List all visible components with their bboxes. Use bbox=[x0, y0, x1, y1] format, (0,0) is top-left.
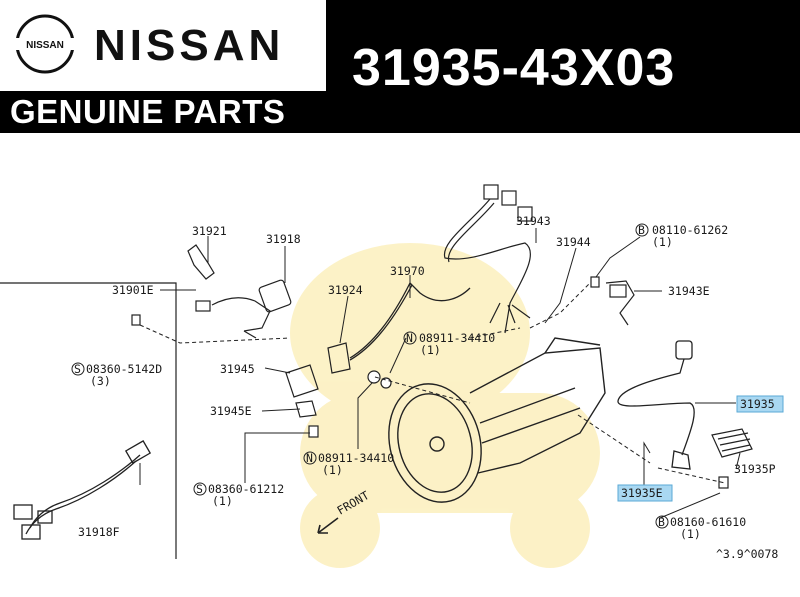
label-31943e: 31943E bbox=[668, 284, 710, 298]
label-31924: 31924 bbox=[328, 283, 363, 297]
label-08360b-qty: (1) bbox=[212, 494, 233, 508]
label-31921: 31921 bbox=[192, 224, 227, 238]
header-bar: NISSAN NISSAN GENUINE PARTS 31935-43X03 bbox=[0, 0, 800, 133]
label-b-prefix-08110: B bbox=[638, 223, 645, 237]
diagram-code: ^3.9^0078 bbox=[716, 547, 778, 561]
bolts bbox=[131, 276, 729, 489]
highlight-31935e bbox=[617, 484, 673, 502]
speed-sensor-31935 bbox=[617, 340, 695, 470]
label-31945e: 31945E bbox=[210, 404, 252, 418]
label-08911b: 08911-34410 bbox=[318, 451, 394, 465]
label-08160: 08160-61610 bbox=[670, 515, 746, 529]
reference-lines bbox=[139, 282, 726, 484]
part-number: 31935-43X03 bbox=[352, 39, 676, 97]
logo-text: NISSAN bbox=[26, 40, 64, 51]
label-31943: 31943 bbox=[516, 214, 551, 228]
transmission bbox=[388, 337, 606, 503]
label-s-prefix-08360b: S bbox=[196, 482, 203, 496]
parts-diagram: FRONT 31921 31918 31901E 31924 31970 319… bbox=[0, 184, 784, 568]
label-08360a: 08360-5142D bbox=[86, 362, 162, 376]
bracket-31945 bbox=[285, 342, 351, 418]
label-08110-qty: (1) bbox=[652, 235, 673, 249]
inset-frame bbox=[0, 282, 177, 559]
harness-31943 bbox=[443, 184, 533, 334]
bracket-31943e bbox=[605, 280, 635, 326]
logo-panel: NISSAN NISSAN bbox=[0, 0, 326, 91]
highlight-31935 bbox=[736, 395, 784, 413]
label-b-prefix-08160: B bbox=[658, 515, 665, 529]
label-31918: 31918 bbox=[266, 232, 301, 246]
label-31945: 31945 bbox=[220, 362, 255, 376]
subtitle: GENUINE PARTS bbox=[10, 93, 286, 130]
label-08911b-qty: (1) bbox=[322, 463, 343, 477]
label-08911a-qty: (1) bbox=[420, 343, 441, 357]
label-08360a-qty: (3) bbox=[90, 374, 111, 388]
prefix-markers bbox=[71, 223, 669, 529]
connector-31935p bbox=[711, 428, 753, 458]
label-31918f: 31918F bbox=[78, 525, 120, 539]
label-31944: 31944 bbox=[556, 235, 591, 249]
label-08160-qty: (1) bbox=[680, 527, 701, 541]
switch-assembly bbox=[187, 244, 292, 339]
label-s-prefix-08360a: S bbox=[74, 362, 81, 376]
nissan-logo: NISSAN bbox=[13, 14, 77, 74]
label-n-prefix-08911b: N bbox=[306, 451, 313, 465]
label-31935p: 31935P bbox=[734, 462, 776, 476]
label-31935: 31935 bbox=[740, 397, 775, 411]
label-n-prefix-08911a: N bbox=[406, 331, 413, 345]
harness-31918f bbox=[13, 440, 152, 540]
label-08360b: 08360-61212 bbox=[208, 482, 284, 496]
label-31970: 31970 bbox=[390, 264, 425, 278]
label-31901e: 31901E bbox=[112, 283, 154, 297]
brand-name: NISSAN bbox=[94, 21, 285, 70]
label-08110: 08110-61262 bbox=[652, 223, 728, 237]
leader-lines bbox=[139, 228, 741, 519]
label-31935e: 31935E bbox=[621, 486, 663, 500]
label-08911a: 08911-34410 bbox=[419, 331, 495, 345]
